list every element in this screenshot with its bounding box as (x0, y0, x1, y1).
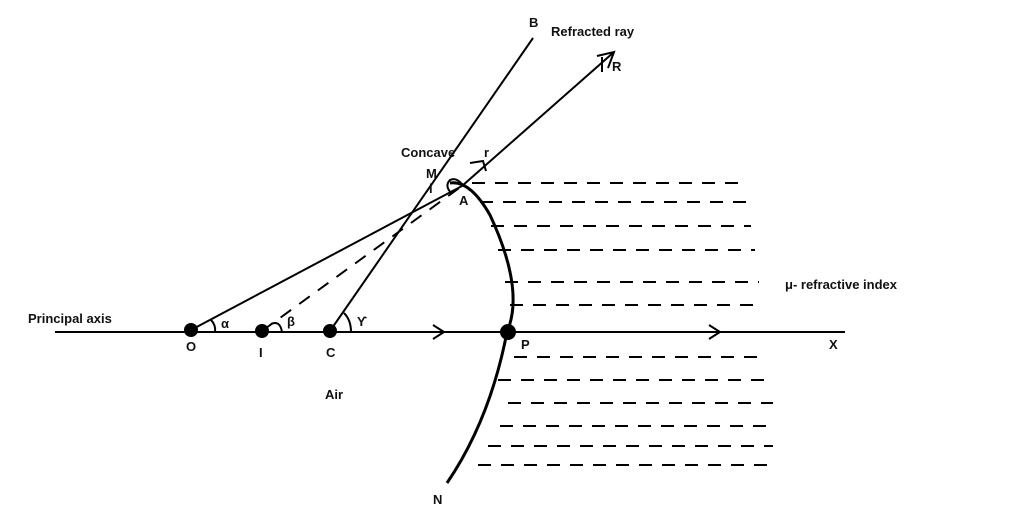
point-C-dot (323, 324, 337, 338)
label-air: Air (325, 387, 343, 402)
angle-gamma-arc (343, 312, 352, 333)
label-gamma: ϒ (357, 314, 367, 329)
label-concave: Concave (401, 145, 455, 160)
label-A: A (459, 193, 469, 208)
label-principal-axis: Principal axis (28, 311, 112, 326)
label-B: B (529, 15, 538, 30)
axis-arrow-right (708, 324, 722, 340)
label-X: X (829, 337, 838, 352)
label-R: R (612, 59, 622, 74)
angle-r-mark (469, 159, 487, 172)
label-C: C (326, 345, 336, 360)
angle-alpha-arc (210, 319, 217, 333)
label-N: N (433, 492, 442, 507)
angle-beta-arc (270, 322, 283, 333)
label-O: O (186, 339, 196, 354)
normal-line-CB (329, 37, 534, 332)
angle-i-arc (446, 178, 463, 195)
label-beta: β (287, 314, 295, 329)
virtual-ray-IA (261, 185, 463, 332)
label-refracted-ray: Refracted ray (551, 24, 635, 39)
label-P: P (521, 337, 530, 352)
medium-hatch (472, 182, 775, 466)
label-alpha: α (221, 316, 229, 331)
refracted-ray-AR (461, 51, 615, 187)
point-P-dot (500, 324, 516, 340)
axis-arrow-left (432, 324, 446, 340)
label-M: M (426, 166, 437, 181)
refracted-ray-arrowhead (596, 50, 616, 69)
point-I-dot (255, 324, 269, 338)
label-r: r (484, 145, 489, 160)
label-refractive-index: μ- refractive index (785, 277, 898, 292)
label-I: I (259, 345, 263, 360)
label-i: i (429, 181, 433, 196)
incident-ray-OA (190, 185, 463, 331)
point-O-dot (184, 323, 198, 337)
